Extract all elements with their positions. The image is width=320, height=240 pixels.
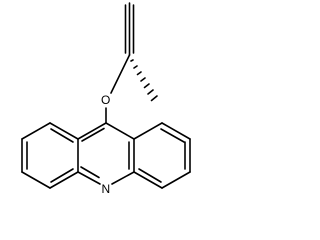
left-benzene-ring <box>21 122 79 189</box>
right-benzene-ring <box>133 122 191 189</box>
central-ring <box>77 122 135 185</box>
structure-canvas: O N <box>21 2 191 196</box>
stereo-hashed-wedge <box>130 59 158 102</box>
chemical-structure: O N <box>21 2 191 196</box>
bond-chiral-to-oxygen <box>110 54 131 94</box>
alkyne-triple-bond <box>124 2 135 56</box>
nitrogen-atom-label: N <box>102 182 111 196</box>
oxygen-atom-label: O <box>101 93 110 107</box>
